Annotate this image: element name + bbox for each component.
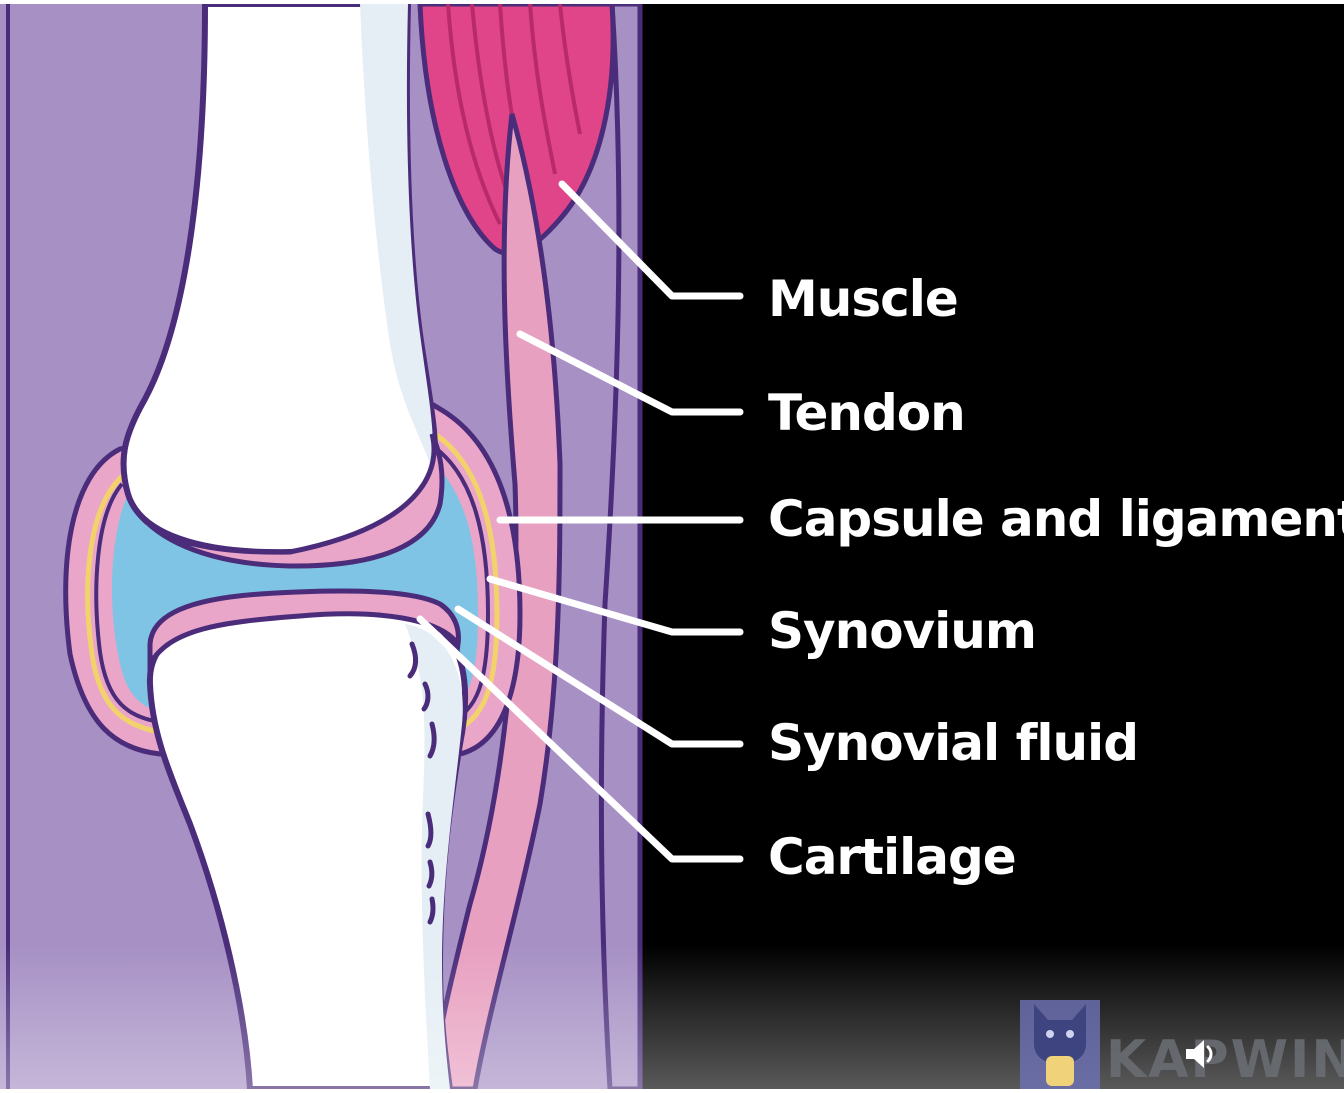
cat-logo-icon xyxy=(1020,994,1100,1089)
watermark-text: KAPWIN xyxy=(1106,1030,1344,1089)
label-capsule-and-ligament: Capsule and ligament xyxy=(768,494,1344,544)
label-synovial-fluid: Synovial fluid xyxy=(768,718,1138,768)
label-synovium: Synovium xyxy=(768,606,1036,656)
label-tendon: Tendon xyxy=(768,388,965,438)
label-muscle: Muscle xyxy=(768,274,958,324)
watermark: KAPWIN xyxy=(1020,994,1344,1089)
speaker-icon[interactable] xyxy=(1180,1034,1220,1074)
label-cartilage: Cartilage xyxy=(768,832,1016,882)
diagram-panel: Muscle Tendon Capsule and ligament Synov… xyxy=(0,4,1344,1089)
